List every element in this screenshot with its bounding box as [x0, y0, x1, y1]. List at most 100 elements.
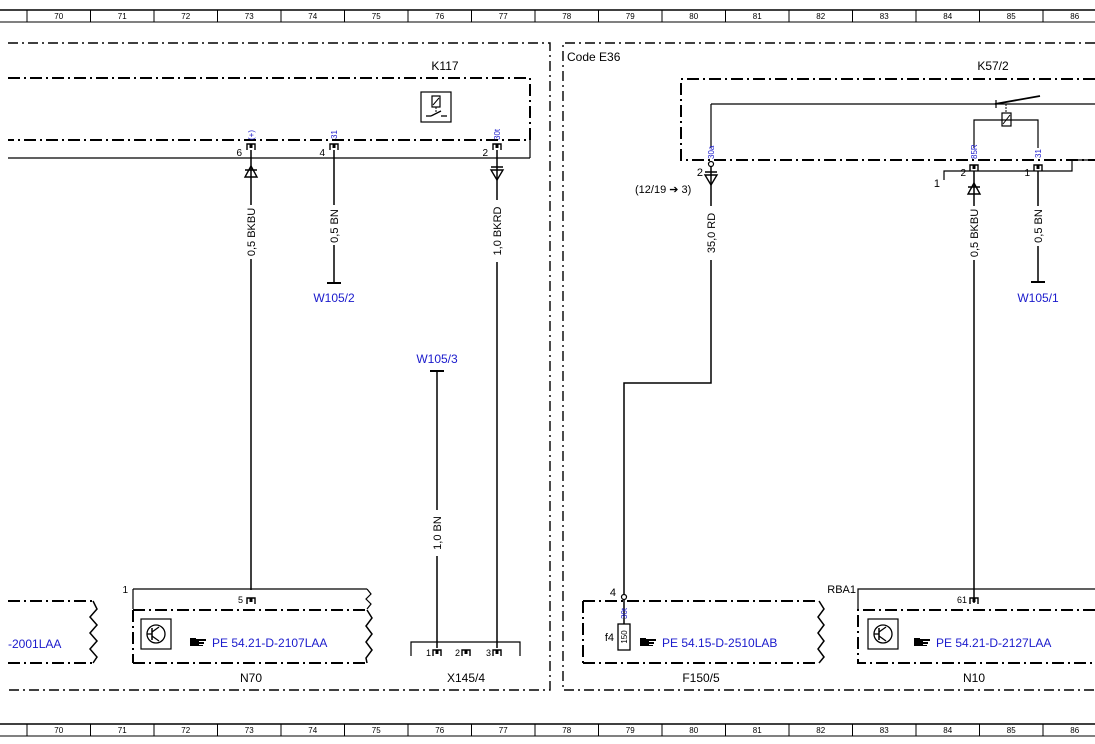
ground-w105-1: W105/1: [1017, 291, 1059, 305]
n10-box: [857, 609, 1095, 664]
arrow-down-icon: [489, 166, 505, 182]
transistor-icon: [140, 618, 172, 650]
ground-w105-3: W105/3: [416, 352, 458, 366]
x145-label: X145/4: [447, 671, 485, 685]
ruler-number: 76: [435, 726, 444, 735]
ruler-number: 81: [753, 726, 762, 735]
k57-pin2-signal: 30a: [707, 145, 716, 159]
f150-signal: 30t: [620, 607, 629, 619]
n10-label: N10: [963, 671, 985, 685]
x145-pin3: 3: [486, 648, 491, 658]
connector-icon: [492, 649, 502, 657]
ruler-number: 72: [181, 726, 190, 735]
ruler-number: 75: [372, 12, 381, 21]
ruler-number: 80: [689, 12, 698, 21]
relay-switch-icon: [973, 95, 1041, 148]
connector-icon: [461, 649, 471, 657]
left-edge-ref[interactable]: -2001LAA: [8, 637, 61, 651]
pointing-hand-icon: [914, 638, 930, 646]
k117-pin4: 4: [319, 148, 325, 159]
ruler-number: 86: [1070, 726, 1079, 735]
k57-pin31-signal: 31: [1034, 149, 1043, 158]
x145-pin1: 1: [426, 648, 431, 658]
wire-label-1-0-bkrd: 1,0 BKRD: [492, 206, 504, 255]
connector-icon: [969, 164, 979, 172]
connector-icon: [246, 597, 256, 605]
ruler-number: 82: [816, 726, 825, 735]
n70-box: [132, 609, 367, 664]
n70-ref-link[interactable]: PE 54.21-D-2107LAA: [212, 636, 327, 650]
n70-group-pin: 1: [122, 585, 128, 596]
ruler-number: 79: [626, 726, 635, 735]
ruler-number: 75: [372, 726, 381, 735]
xref-label: (12/19 ➔ 3): [635, 184, 691, 196]
ruler-number: 82: [816, 12, 825, 21]
ruler-number: 71: [118, 726, 127, 735]
k57-pin85r-signal: 85R: [970, 144, 979, 159]
fuse-icon: [617, 623, 631, 651]
f150-pin4: 4: [610, 587, 616, 599]
ruler-number: 84: [943, 12, 952, 21]
n10-rba: RBA1: [827, 584, 856, 596]
ruler-number: 83: [880, 12, 889, 21]
n70-label: N70: [240, 671, 262, 685]
ruler-number: 79: [626, 12, 635, 21]
ruler-number: 78: [562, 726, 571, 735]
k117-pin6: 6: [236, 148, 242, 159]
k57-label: K57/2: [977, 59, 1009, 73]
n10-ref-link[interactable]: PE 54.21-D-2127LAA: [936, 636, 1051, 650]
f150-box: [582, 600, 819, 664]
fuse-value: 150: [620, 630, 629, 644]
k117-box: [8, 77, 531, 141]
wire-label-0-5-bkbu-left: 0,5 BKBU: [246, 208, 258, 256]
wire-label-1-0-bn: 1,0 BN: [432, 516, 444, 550]
right-section-frame: [562, 42, 1095, 691]
code-label: Code E36: [567, 50, 621, 64]
k117-pin2-signal: 30t: [493, 128, 502, 140]
ruler-number: 86: [1070, 12, 1079, 21]
ruler-number: 70: [54, 726, 63, 735]
wire-label-0-5-bn-right: 0,5 BN: [1033, 209, 1045, 243]
k57-group-pin: 1: [934, 178, 940, 190]
wire-label-0-5-bkbu-right: 0,5 BKBU: [969, 209, 981, 257]
ruler-number: 77: [499, 726, 508, 735]
f150-ref-link[interactable]: PE 54.15-D-2510LAB: [662, 636, 777, 650]
ruler-number: 83: [880, 726, 889, 735]
ruler-number: 71: [118, 12, 127, 21]
ruler-number: 70: [54, 12, 63, 21]
ruler-number: 72: [181, 12, 190, 21]
ruler-number: 77: [499, 12, 508, 21]
wire-label-0-5-bn-left: 0,5 BN: [329, 209, 341, 243]
ruler-number: 74: [308, 12, 317, 21]
k57-box: [680, 78, 1095, 161]
ruler-number: 81: [753, 12, 762, 21]
left-section-frame: [8, 42, 551, 691]
transistor-icon: [867, 618, 899, 650]
k57-pin2: 2: [697, 167, 703, 179]
connector-icon: [492, 143, 502, 151]
k117-label: K117: [431, 59, 458, 73]
relay-icon: [420, 91, 452, 123]
ruler-number: 78: [562, 12, 571, 21]
fuse-label: f4: [605, 632, 614, 644]
ground-w105-2: W105/2: [313, 291, 355, 305]
n10-pin61: 61: [957, 595, 967, 605]
n70-pin5: 5: [238, 595, 243, 605]
connector-icon: [329, 143, 339, 151]
f150-label: F150/5: [682, 671, 720, 685]
connector-icon: [246, 143, 256, 151]
k117-pin2: 2: [482, 148, 488, 159]
wire-label-35-0-rd: 35,0 RD: [706, 213, 718, 253]
ruler-number: 85: [1007, 12, 1016, 21]
ruler-number: 85: [1007, 726, 1016, 735]
pointing-hand-icon: [190, 638, 206, 646]
n70-connector-frame: [132, 588, 367, 609]
left-edge-component-frame: [8, 600, 93, 664]
pointing-hand-icon: [640, 638, 656, 646]
connector-icon: [969, 597, 979, 605]
k117-pin6-signal: (+): [247, 130, 256, 140]
k57-pin85r: 2: [960, 168, 966, 179]
ruler-number: 74: [308, 726, 317, 735]
x145-frame: [410, 641, 521, 656]
